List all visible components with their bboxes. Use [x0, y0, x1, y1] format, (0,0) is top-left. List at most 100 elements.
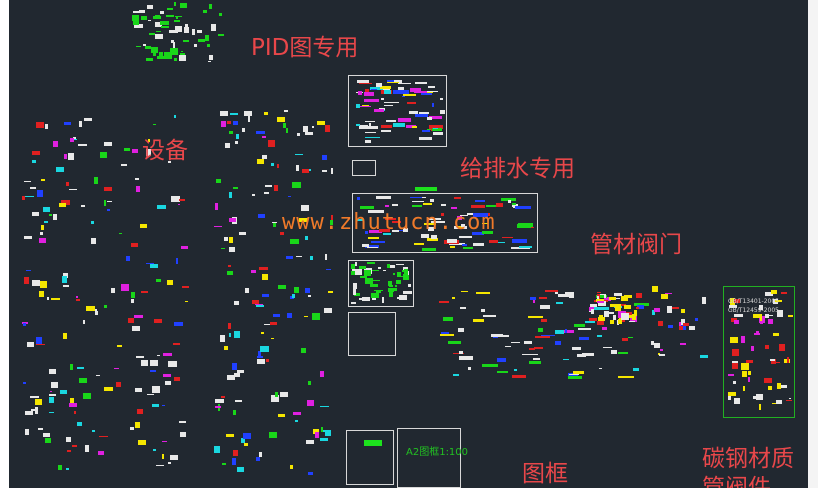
- water-drawing-frame: [352, 193, 538, 253]
- cad-symbol: [227, 271, 234, 276]
- cad-symbol: [683, 322, 689, 327]
- cad-symbol: [130, 299, 134, 304]
- cad-symbol: [232, 450, 239, 457]
- cad-symbol: [376, 290, 381, 294]
- cad-symbol: [383, 101, 400, 103]
- cad-symbol: [730, 318, 738, 323]
- cad-symbol: [385, 120, 396, 122]
- cad-symbol: [370, 292, 379, 299]
- cad-symbol: [359, 276, 368, 278]
- cad-symbol: [46, 297, 50, 300]
- cad-symbol: [576, 354, 587, 358]
- cad-symbol: [259, 346, 269, 353]
- cad-symbol: [309, 255, 313, 261]
- cad-symbol: [48, 213, 53, 216]
- cad-symbol: [767, 315, 774, 317]
- cad-symbol: [376, 195, 392, 199]
- green-marker: [415, 187, 437, 191]
- cad-symbol: [482, 363, 498, 367]
- cad-symbol: [295, 153, 303, 156]
- cad-symbol: [216, 179, 222, 183]
- cad-symbol: [565, 292, 575, 295]
- cad-symbol: [731, 360, 738, 364]
- cad-symbol: [759, 314, 763, 321]
- cad-symbol: [155, 279, 161, 283]
- cad-symbol: [473, 213, 488, 218]
- cad-symbol: [356, 197, 361, 200]
- cad-symbol: [760, 318, 763, 324]
- cad-symbol: [375, 83, 382, 88]
- cad-symbol: [80, 204, 86, 207]
- cad-symbol: [364, 136, 381, 138]
- cad-symbol: [300, 348, 307, 353]
- cad-symbol: [204, 34, 210, 42]
- cad-symbol: [224, 345, 228, 351]
- cad-symbol: [604, 297, 612, 301]
- cad-symbol: [256, 159, 264, 165]
- cad-symbol: [495, 203, 503, 207]
- cad-symbol: [295, 165, 300, 172]
- cad-symbol: [59, 389, 67, 395]
- cad-symbol: [257, 359, 265, 365]
- cad-symbol: [382, 233, 392, 235]
- cad-symbol: [364, 230, 368, 234]
- cad-symbol: [104, 386, 113, 391]
- cad-symbol: [32, 211, 40, 217]
- cad-symbol: [742, 371, 747, 378]
- label-equipment: 设备: [142, 138, 188, 164]
- cad-symbol: [157, 204, 166, 209]
- cad-symbol: [305, 236, 309, 241]
- cad-symbol: [660, 348, 663, 351]
- cad-symbol: [365, 278, 374, 285]
- cad-symbol: [763, 378, 772, 383]
- cad-symbol: [522, 353, 539, 356]
- cad-symbol: [401, 269, 405, 273]
- cad-symbol: [350, 264, 355, 269]
- cad-symbol: [459, 235, 472, 238]
- cad-symbol: [770, 290, 778, 294]
- cad-symbol: [31, 151, 40, 156]
- cad-symbol: [148, 32, 156, 35]
- cad-symbol: [75, 295, 78, 298]
- cad-symbol: [63, 273, 68, 278]
- cad-symbol: [533, 299, 536, 303]
- cad-symbol: [391, 221, 401, 224]
- cad-symbol: [279, 392, 289, 397]
- cad-symbol: [34, 398, 43, 406]
- cad-symbol: [157, 55, 164, 60]
- cad-symbol: [511, 374, 527, 378]
- cad-symbol: [354, 262, 358, 266]
- cad-symbol: [368, 236, 379, 239]
- cad-symbol: [350, 302, 357, 305]
- cad-symbol: [228, 131, 233, 135]
- cad-symbol: [219, 12, 222, 17]
- cad-symbol: [149, 370, 157, 373]
- cad-symbol: [224, 143, 231, 148]
- cad-symbol: [32, 159, 36, 164]
- cad-symbol: [308, 294, 311, 297]
- cad-symbol: [244, 288, 250, 293]
- cad-symbol: [528, 316, 544, 318]
- cad-symbol: [146, 148, 151, 156]
- cad-symbol: [141, 15, 147, 20]
- cad-symbol: [278, 285, 286, 290]
- cad-symbol: [439, 110, 446, 114]
- cad-symbol: [303, 315, 308, 318]
- cad-symbol: [393, 288, 398, 292]
- cad-symbol: [443, 317, 453, 321]
- cad-symbol: [767, 319, 774, 325]
- cad-symbol: [754, 332, 761, 336]
- cad-symbol: [179, 3, 187, 9]
- cad-symbol: [221, 463, 226, 465]
- cad-symbol: [596, 291, 601, 293]
- cad-symbol: [504, 345, 512, 348]
- cad-symbol: [306, 399, 315, 406]
- cad-symbol: [740, 336, 746, 343]
- cad-symbol: [173, 2, 176, 7]
- cad-symbol: [360, 105, 371, 107]
- cad-symbol: [732, 362, 738, 370]
- cad-symbol: [168, 361, 178, 367]
- cad-symbol: [277, 164, 280, 168]
- cad-symbol: [271, 163, 275, 166]
- cad-drawing-canvas[interactable]: A2图框1:100 GB/T13401-2005 GB/T12459-2005 …: [9, 0, 808, 488]
